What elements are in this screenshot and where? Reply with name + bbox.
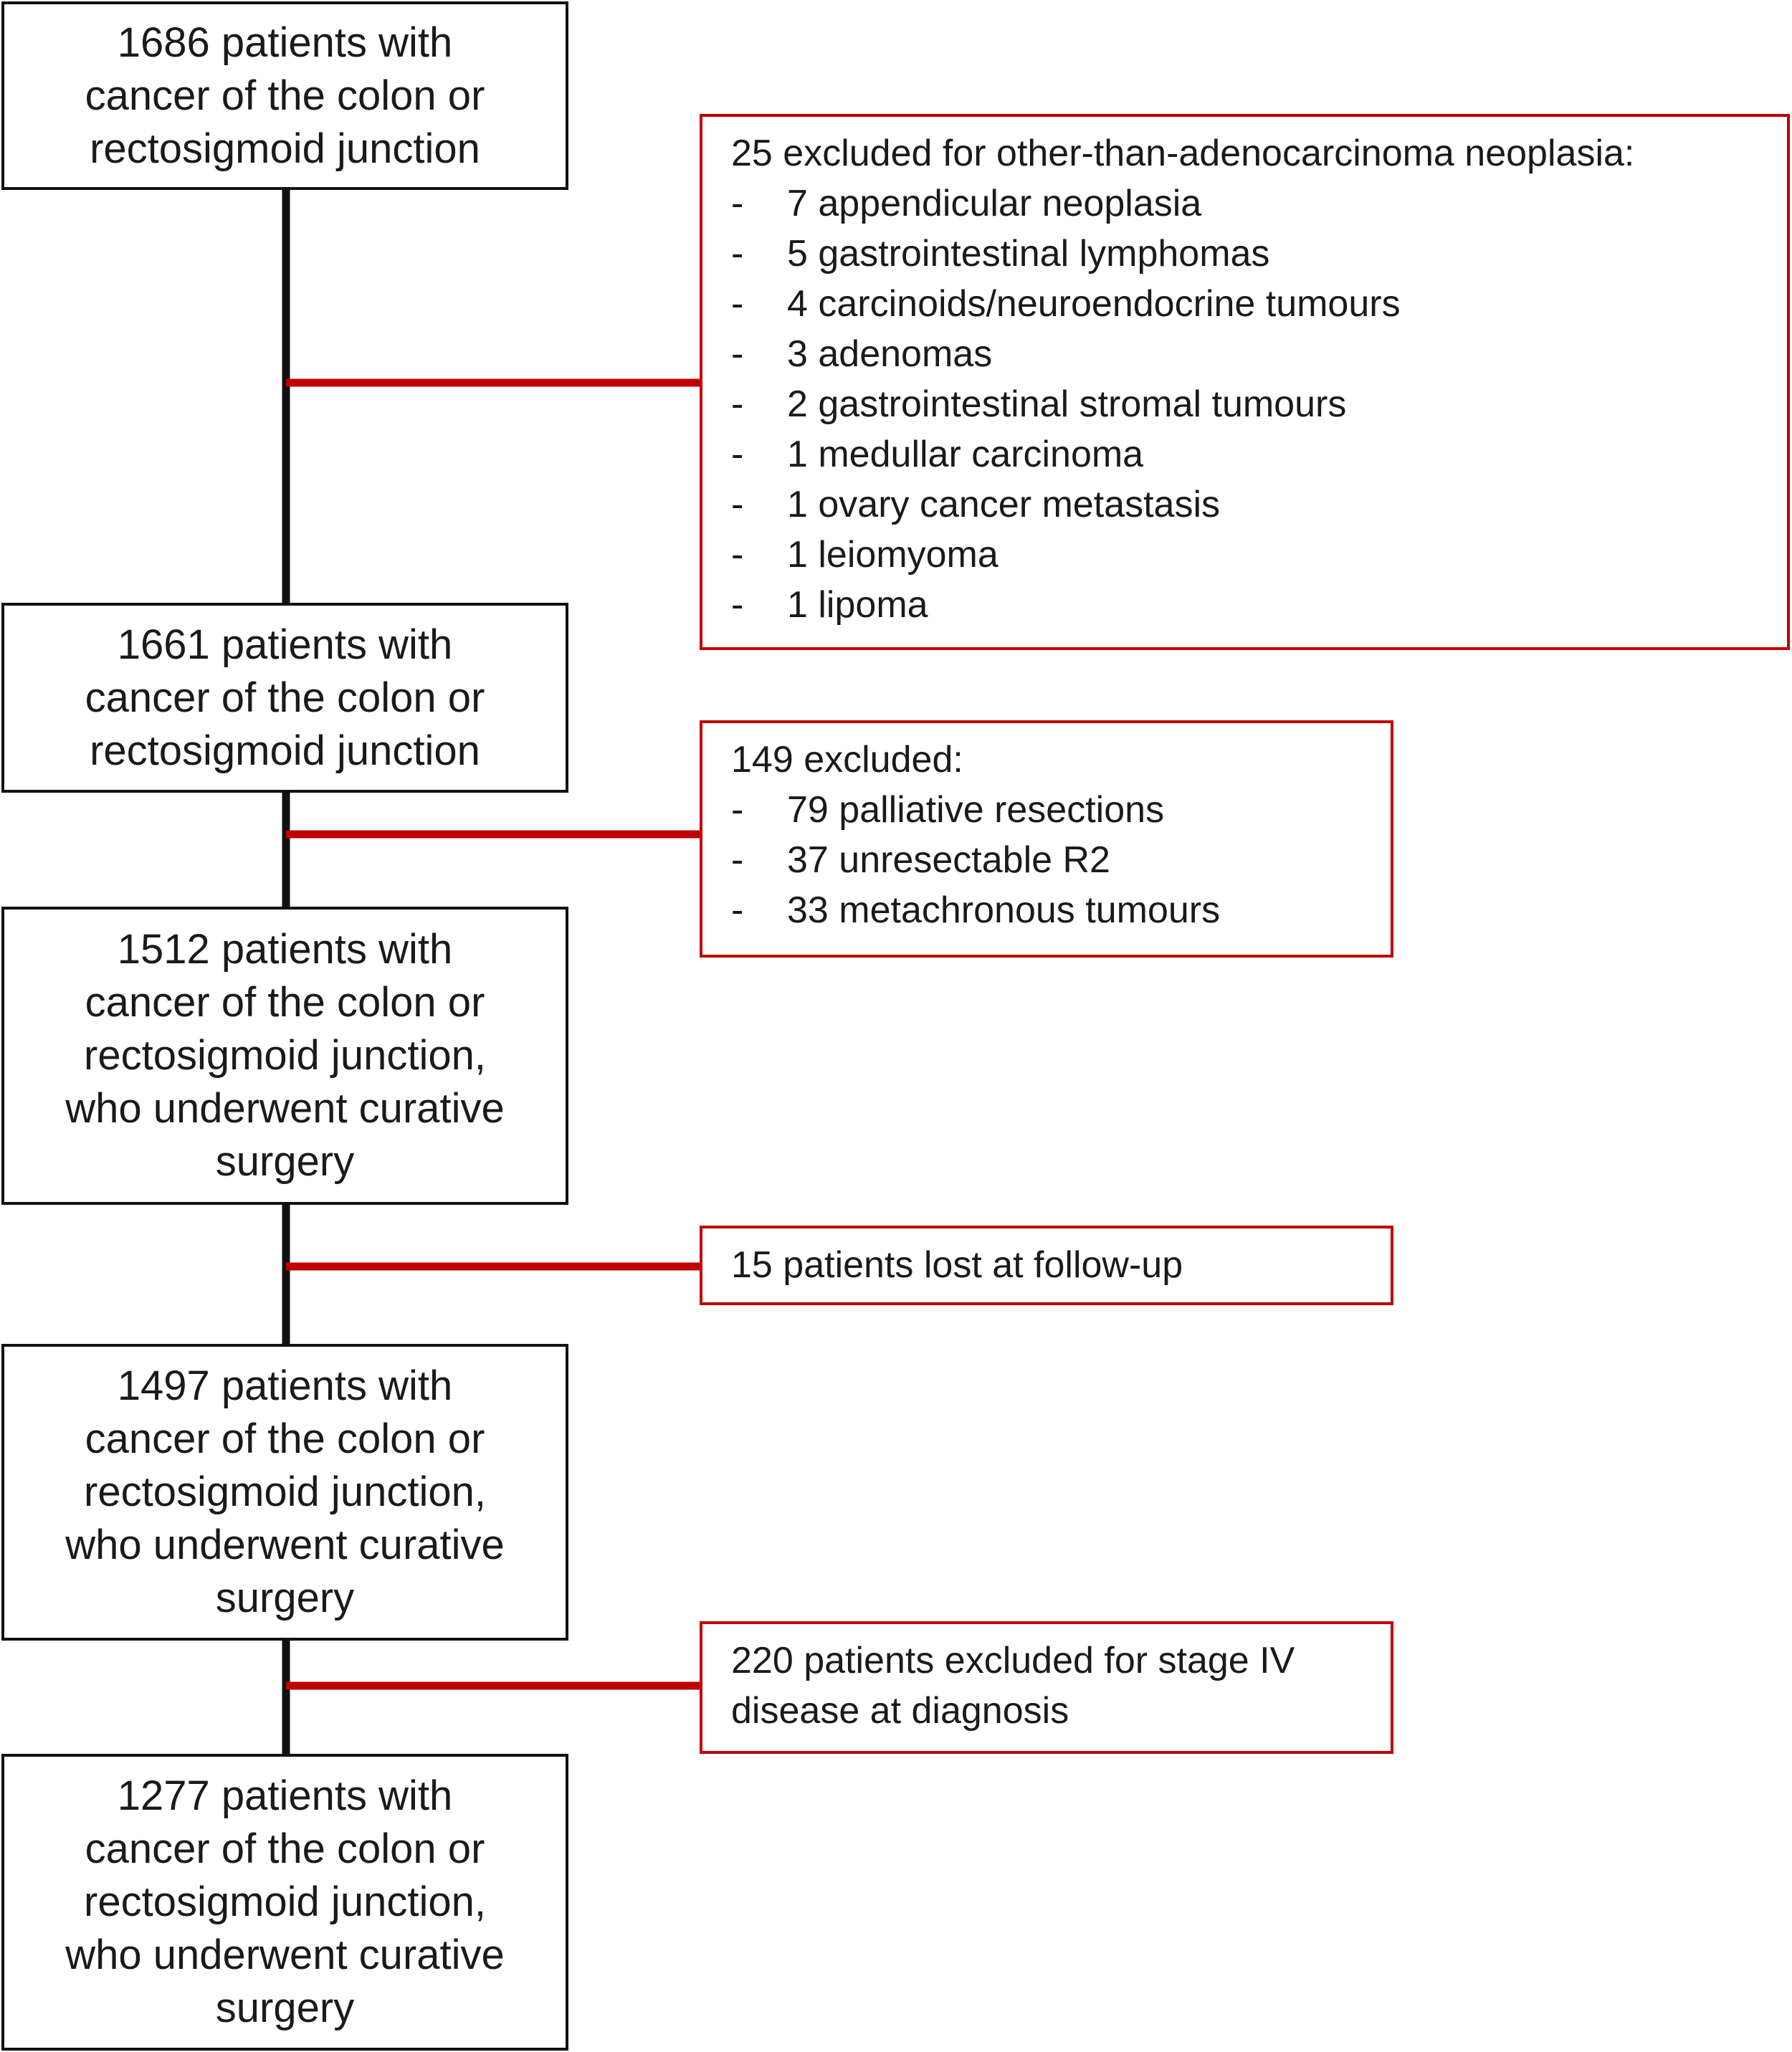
- exclusion-item: - 79 palliative resections: [731, 785, 1362, 835]
- cohort-box-1686: 1686 patients with cancer of the colon o…: [1, 1, 568, 190]
- exclusion-item-text: 1 lipoma: [787, 584, 928, 626]
- bullet-dash: -: [731, 484, 744, 525]
- cohort-box-line: 1661 patients with: [117, 621, 453, 668]
- exclusion-box-stage-iv: 220 patients excluded for stage IV disea…: [700, 1621, 1393, 1754]
- cohort-box-1277: 1277 patients with cancer of the colon o…: [1, 1754, 568, 2051]
- cohort-box-line: rectosigmoid junction,: [84, 1032, 486, 1079]
- exclusion-item-text: 1 leiomyoma: [787, 534, 999, 576]
- cohort-box-line: cancer of the colon or: [85, 674, 485, 721]
- exclusion-item: - 1 leiomyoma: [731, 530, 1758, 580]
- exclusion-item: - 3 adenomas: [731, 329, 1758, 379]
- bullet-dash: -: [731, 233, 744, 275]
- cohort-box-line: 1512 patients with: [117, 926, 453, 973]
- bullet-dash: -: [731, 383, 744, 425]
- bullet-dash: -: [731, 283, 744, 325]
- bullet-dash: -: [731, 889, 744, 931]
- exclusion-item-text: 5 gastrointestinal lymphomas: [787, 233, 1270, 275]
- exclusion-heading: 15 patients lost at follow-up: [731, 1244, 1183, 1286]
- exclusion-box-149: 149 excluded: -79 palliative resections …: [700, 720, 1393, 958]
- cohort-box-line: cancer of the colon or: [85, 1826, 485, 1872]
- cohort-box-line: surgery: [215, 1985, 355, 2031]
- cohort-box-line: rectosigmoid junction: [90, 727, 480, 774]
- cohort-box-line: cancer of the colon or: [85, 1416, 485, 1462]
- cohort-box-line: 1686 patients with: [117, 19, 453, 66]
- exclusion-item: - 37 unresectable R2: [731, 835, 1362, 885]
- bullet-dash: -: [731, 434, 744, 475]
- cohort-box-line: surgery: [215, 1575, 355, 1621]
- exclusion-item-text: 1 medullar carcinoma: [787, 434, 1144, 475]
- cohort-box-line: who underwent curative: [65, 1932, 505, 1978]
- exclusion-item-text: 79 palliative resections: [787, 789, 1165, 831]
- bullet-dash: -: [731, 333, 744, 375]
- cohort-box-line: rectosigmoid junction,: [84, 1469, 486, 1515]
- exclusion-item-text: 3 adenomas: [787, 333, 993, 375]
- cohort-box-line: rectosigmoid junction,: [84, 1879, 486, 1925]
- cohort-box-1512: 1512 patients with cancer of the colon o…: [1, 907, 568, 1205]
- cohort-box-line: who underwent curative: [65, 1085, 505, 1132]
- exclusion-item: - 5 gastrointestinal lymphomas: [731, 229, 1758, 279]
- cohort-box-line: rectosigmoid junction: [90, 125, 480, 172]
- cohort-box-line: who underwent curative: [65, 1522, 505, 1568]
- cohort-box-1497: 1497 patients with cancer of the colon o…: [1, 1344, 568, 1641]
- exclusion-text-line: 220 patients excluded for stage IV: [731, 1640, 1295, 1681]
- exclusion-text-line: disease at diagnosis: [731, 1690, 1069, 1732]
- bullet-dash: -: [731, 584, 744, 626]
- cohort-box-line: cancer of the colon or: [85, 72, 485, 119]
- exclusion-item-text: 37 unresectable R2: [787, 839, 1110, 881]
- exclusion-box-lost-follow-up: 15 patients lost at follow-up: [700, 1226, 1393, 1305]
- exclusion-item: - 1 lipoma: [731, 580, 1758, 630]
- exclusion-heading: 149 excluded:: [731, 739, 963, 781]
- exclusion-item-text: 7 appendicular neoplasia: [787, 183, 1202, 224]
- bullet-dash: -: [731, 789, 744, 831]
- bullet-dash: -: [731, 534, 744, 576]
- exclusion-item-text: 33 metachronous tumours: [787, 889, 1221, 931]
- cohort-box-line: surgery: [215, 1138, 355, 1185]
- exclusion-item-text: 1 ovary cancer metastasis: [787, 484, 1221, 525]
- bullet-dash: -: [731, 839, 744, 881]
- exclusion-item-text: 4 carcinoids/neuroendocrine tumours: [787, 283, 1401, 325]
- exclusion-item: - 2 gastrointestinal stromal tumours: [731, 379, 1758, 429]
- exclusion-item: - 1 medullar carcinoma: [731, 429, 1758, 479]
- bullet-dash: -: [731, 183, 744, 224]
- exclusion-item: - 7 appendicular neoplasia: [731, 178, 1758, 229]
- exclusion-item: - 33 metachronous tumours: [731, 885, 1362, 935]
- cohort-box-line: 1277 patients with: [117, 1772, 453, 1819]
- cohort-box-line: cancer of the colon or: [85, 979, 485, 1026]
- exclusion-item: - 1 ovary cancer metastasis: [731, 479, 1758, 530]
- cohort-box-1661: 1661 patients with cancer of the colon o…: [1, 603, 568, 793]
- exclusion-box-non-adenocarcinoma: 25 excluded for other-than-adenocarcinom…: [700, 114, 1790, 650]
- exclusion-heading: 25 excluded for other-than-adenocarcinom…: [731, 133, 1635, 174]
- exclusion-item: - 4 carcinoids/neuroendocrine tumours: [731, 279, 1758, 329]
- cohort-box-line: 1497 patients with: [117, 1363, 453, 1409]
- exclusion-item-text: 2 gastrointestinal stromal tumours: [787, 383, 1347, 425]
